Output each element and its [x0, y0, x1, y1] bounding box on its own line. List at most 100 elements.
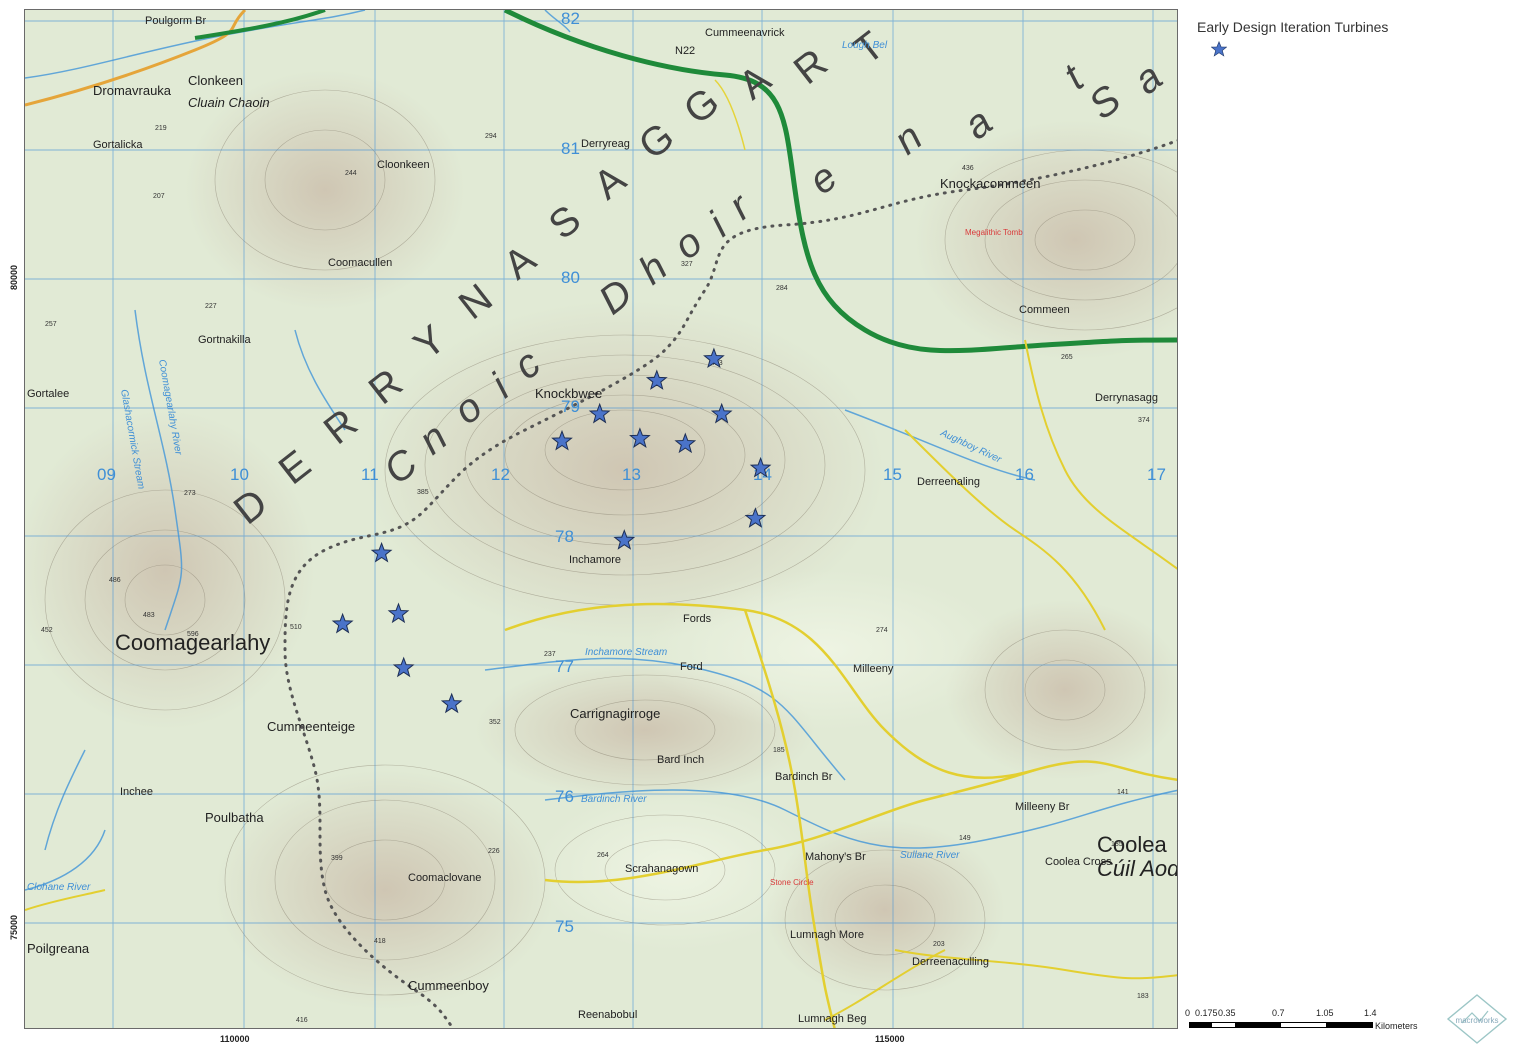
place-label: Cummeenboy — [408, 978, 489, 993]
grid-row-77: 77 — [555, 657, 574, 676]
place-label: Lumnagh Beg — [798, 1013, 867, 1025]
place-label: Derryreag — [581, 138, 630, 150]
topographic-map[interactable]: 09 10 11 12 13 14 15 16 17 82 81 80 79 7… — [25, 10, 1178, 1029]
spot-height: 207 — [153, 193, 165, 200]
spot-height: 294 — [485, 133, 497, 140]
grid-col-12: 12 — [491, 465, 510, 484]
y-tick-label: 75000 — [9, 914, 19, 940]
spot-height: 483 — [143, 612, 155, 619]
grid-row-76: 76 — [555, 787, 574, 806]
place-label: Inchamore — [569, 554, 621, 566]
spot-height: 265 — [1061, 354, 1073, 361]
turbine-star-icon[interactable] — [613, 529, 636, 550]
scale-label: 0 — [1185, 1008, 1191, 1018]
grid-col-17: 17 — [1147, 465, 1166, 484]
place-label: Bardinch River — [581, 794, 647, 805]
place-label: Mahony's Br — [805, 851, 866, 863]
spot-height: 226 — [488, 848, 500, 855]
place-label: Milleeny — [853, 663, 894, 675]
turbine-star-icon[interactable] — [392, 656, 415, 678]
place-label: Cúil Aodha — [1097, 856, 1178, 881]
turbine-star-icon[interactable] — [674, 432, 697, 454]
turbine-star-icon[interactable] — [387, 602, 410, 624]
place-label: Cloonkeen — [377, 159, 430, 171]
place-label: Reenabobul — [578, 1009, 637, 1021]
spot-height: 486 — [109, 577, 121, 584]
macroworks-logo — [1446, 994, 1508, 1044]
turbine-star-icon[interactable] — [749, 456, 772, 478]
rivers — [25, 10, 1177, 891]
turbine-star-icon[interactable] — [629, 427, 651, 448]
spot-height: 385 — [417, 489, 429, 496]
place-label: Coomacullen — [328, 257, 392, 269]
scale-bar: 0 0.175 0.35 0.7 1.05 1.4 Kilometers — [1185, 1008, 1430, 1038]
turbine-star-icon[interactable] — [370, 541, 393, 563]
grid-col-11: 11 — [361, 465, 379, 484]
place-label: Milleeny Br — [1015, 801, 1070, 813]
road-label: N22 — [675, 45, 695, 57]
turbine-star-icon[interactable] — [588, 402, 611, 424]
place-label: Carrignagirroge — [570, 706, 660, 721]
spot-height: 510 — [290, 624, 302, 631]
scale-label: 1.05 — [1316, 1008, 1334, 1018]
grid-col-13: 13 — [622, 465, 641, 484]
place-label: Inchamore Stream — [585, 647, 667, 658]
spot-height: 244 — [345, 170, 357, 177]
spot-height: 264 — [597, 852, 609, 859]
spot-height: 185 — [773, 747, 785, 754]
place-label: Gortalee — [27, 388, 69, 400]
turbine-star-icon[interactable] — [710, 402, 733, 424]
grid-row-81: 81 — [561, 139, 580, 158]
grid-col-15: 15 — [883, 465, 902, 484]
place-label: Bardinch Br — [775, 771, 833, 783]
spot-height: 149 — [959, 835, 971, 842]
spot-height: 416 — [296, 1017, 308, 1024]
turbine-star-icon[interactable] — [744, 507, 767, 528]
scale-label: 0.175 — [1195, 1008, 1218, 1018]
spot-height: 257 — [45, 321, 57, 328]
place-label: Stone Circle — [770, 878, 814, 887]
spot-height: 274 — [876, 627, 888, 634]
turbine-star-icon[interactable] — [331, 612, 354, 634]
place-label: Coomagearlahy — [115, 630, 270, 655]
place-label: Bard Inch — [657, 754, 704, 766]
scale-label: 0.35 — [1218, 1008, 1236, 1018]
turbine-layer — [331, 347, 772, 714]
place-label: Sullane River — [900, 850, 960, 861]
place-label: Coomaclovane — [408, 872, 481, 884]
x-tick-label: 115000 — [875, 1034, 905, 1044]
spot-height: 185 — [1111, 841, 1123, 848]
place-label: Knockacommeen — [940, 176, 1040, 191]
grid-col-16: 16 — [1015, 465, 1034, 484]
place-label: Fords — [683, 613, 712, 625]
place-label: Poilgreana — [27, 941, 90, 956]
star-icon — [1210, 40, 1228, 57]
spot-height: 399 — [331, 855, 343, 862]
spot-height: 374 — [1138, 417, 1150, 424]
turbine-star-icon[interactable] — [440, 692, 463, 714]
grid — [25, 10, 1177, 1028]
scale-label: 0.7 — [1272, 1008, 1285, 1018]
scale-label: 1.4 — [1364, 1008, 1377, 1018]
place-label: Cluain Chaoin — [188, 95, 270, 110]
spot-height: 284 — [776, 285, 788, 292]
legend-title: Early Design Iteration Turbines — [1197, 19, 1389, 35]
map-frame[interactable]: 09 10 11 12 13 14 15 16 17 82 81 80 79 7… — [24, 9, 1178, 1029]
turbine-star-icon[interactable] — [551, 429, 573, 451]
place-label: Inchee — [120, 786, 153, 798]
grid-numbers: 09 10 11 12 13 14 15 16 17 82 81 80 79 7… — [97, 10, 1166, 936]
y-tick-label: 80000 — [9, 264, 19, 290]
place-label: Commeen — [1019, 304, 1070, 316]
place-label: Derrynasagg — [1095, 392, 1158, 404]
turbine-star-icon[interactable] — [703, 347, 725, 369]
turbine-star-icon[interactable] — [645, 369, 668, 390]
spot-height: 141 — [1117, 789, 1129, 796]
legend: Early Design Iteration Turbines — [1197, 19, 1497, 62]
place-label: Lumnagh More — [790, 929, 864, 941]
spot-height: 183 — [1137, 993, 1149, 1000]
grid-row-75: 75 — [555, 917, 574, 936]
grid-col-09: 09 — [97, 465, 116, 484]
place-label: Lough Bel — [842, 40, 888, 51]
place-label: Ford — [680, 661, 703, 673]
spot-height: 227 — [205, 303, 217, 310]
